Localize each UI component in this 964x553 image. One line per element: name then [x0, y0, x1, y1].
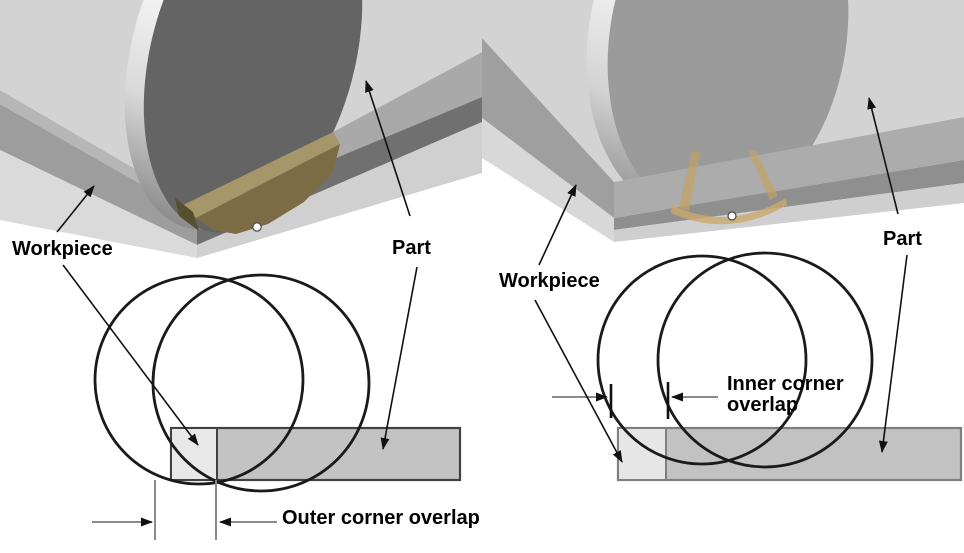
left-slab-base-right — [197, 122, 482, 258]
right-3d-scene — [482, 0, 964, 242]
right-callout-arrows — [534, 97, 908, 463]
right-cut-slot-left-edge — [679, 152, 700, 211]
right-cut-bottom-arc — [671, 198, 787, 225]
left-workpiece-arrow-up — [56, 185, 95, 233]
left-disc-center-dot — [252, 222, 262, 232]
left-workpiece-arrow-down — [62, 264, 199, 446]
left-2d-diagram — [92, 273, 462, 540]
left-toolpath-circle-1 — [93, 274, 305, 486]
right-slab-base-right — [614, 183, 964, 242]
left-3d-scene — [0, 0, 482, 258]
right-toolpath-circle-1 — [596, 254, 808, 466]
left-cut-front-face — [196, 144, 340, 234]
right-workpiece-arrow-up — [538, 184, 577, 266]
left-toolpath-circle-2 — [151, 273, 371, 493]
right-workpiece-arrow-down — [534, 299, 623, 463]
right-workpiece-label: Workpiece — [499, 270, 600, 292]
right-disc-face — [607, 0, 849, 217]
right-part-rect — [616, 426, 963, 482]
left-slab-band-mid-left — [0, 104, 197, 245]
right-cut-slot-right-edge — [748, 151, 778, 200]
right-slab-band-left — [482, 38, 614, 218]
right-part-arrow-up — [867, 97, 899, 215]
left-slab-base-left — [0, 150, 197, 258]
right-toolpath-circle-2 — [656, 251, 874, 469]
left-part-label: Part — [392, 237, 431, 259]
right-slab-band-dark-right — [614, 160, 964, 230]
right-slab-base-left — [482, 118, 614, 242]
left-part-rect — [169, 426, 462, 482]
right-2d-diagram — [552, 251, 963, 482]
right-part-label: Part — [883, 228, 922, 250]
left-part-arrow-up — [365, 80, 411, 217]
left-part-arrow-down — [380, 266, 418, 450]
inner-corner-overlap-label-line1: Inner corner — [727, 373, 844, 395]
outer-corner-overlap-label: Outer corner overlap — [282, 507, 480, 529]
right-slab-band-mid-right — [614, 117, 964, 218]
left-cut-side-wedge — [175, 198, 199, 231]
inner-corner-overlap-label: Inner corner overlap — [727, 374, 844, 416]
left-cut-top-band — [181, 132, 340, 218]
left-disc-face — [143, 0, 363, 233]
right-part-arrow-down — [878, 254, 908, 453]
left-workpiece-label: Workpiece — [12, 238, 113, 260]
inner-corner-overlap-label-line2: overlap — [727, 394, 799, 416]
left-callout-arrows — [56, 80, 418, 450]
right-disc-center-dot — [727, 211, 737, 221]
